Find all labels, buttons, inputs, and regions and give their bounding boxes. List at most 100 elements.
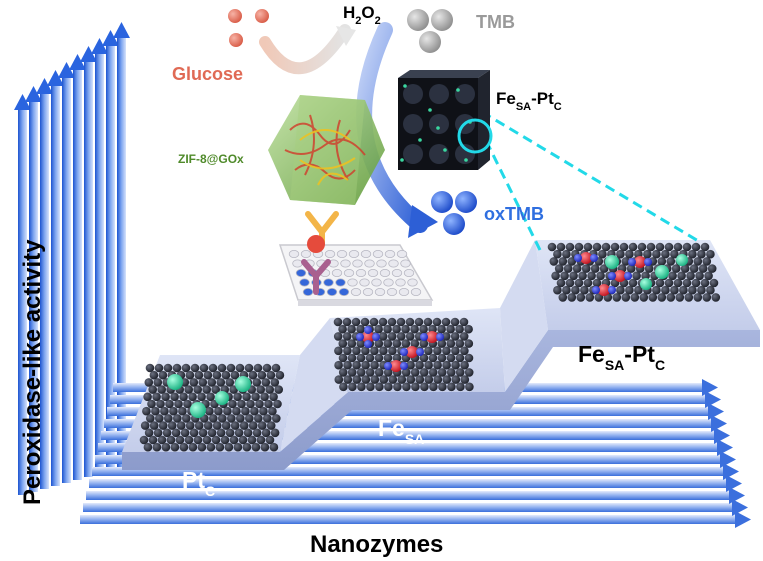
well xyxy=(324,249,336,258)
carbon-atom xyxy=(567,293,577,302)
well xyxy=(376,259,387,268)
carbon-atom xyxy=(264,399,273,409)
carbon-atom xyxy=(212,370,222,380)
carbon-atom xyxy=(266,421,276,430)
carbon-atom xyxy=(370,346,379,356)
carbon-atom xyxy=(275,370,285,380)
glucose-molecules-icon xyxy=(228,9,269,47)
carbon-atom xyxy=(184,385,193,394)
carbon-atom xyxy=(257,421,267,430)
carbon-atom xyxy=(158,370,168,380)
well xyxy=(400,259,411,268)
carbon-atom xyxy=(199,363,209,373)
carbon-atom xyxy=(447,382,456,392)
carbon-atom xyxy=(442,375,452,384)
carbon-atom xyxy=(619,242,629,252)
carbon-atom xyxy=(664,278,674,288)
carbon-atom xyxy=(356,324,365,334)
carbon-atom xyxy=(405,317,415,327)
carbon-atom xyxy=(632,271,641,281)
carbon-atom xyxy=(576,293,586,302)
carbon-atom xyxy=(262,363,272,373)
well xyxy=(335,278,346,287)
carbon-atom xyxy=(348,382,357,392)
catalyst-label: FeSA-PtC xyxy=(496,89,562,113)
carbon-atom xyxy=(383,339,393,348)
carbon-atom xyxy=(446,339,456,348)
carbon-atom xyxy=(202,385,211,394)
carbon-atom xyxy=(384,382,393,392)
carbon-atom xyxy=(437,339,447,348)
well xyxy=(388,259,399,268)
x-axis-bar xyxy=(86,491,729,500)
carbon-atom xyxy=(565,278,575,288)
y-axis-bar xyxy=(62,78,71,483)
carbon-atom xyxy=(162,428,172,438)
carbon-atom xyxy=(216,378,226,387)
well xyxy=(407,278,418,287)
carbon-atom xyxy=(396,317,406,327)
carbon-atom xyxy=(338,368,348,377)
tmb-molecules-icon xyxy=(407,9,453,53)
carbon-atom xyxy=(261,378,271,387)
carbon-atom xyxy=(351,317,361,327)
carbon-atom xyxy=(227,414,236,423)
well xyxy=(362,287,374,296)
carbon-atom xyxy=(637,242,647,252)
carbon-atom xyxy=(356,353,366,363)
carbon-atom xyxy=(648,293,658,302)
carbon-atom xyxy=(360,317,370,327)
well xyxy=(403,268,415,277)
carbon-atom xyxy=(397,375,407,384)
carbon-atom xyxy=(225,378,235,387)
carbon-atom xyxy=(572,264,582,273)
carbon-atom xyxy=(666,293,676,302)
carbon-atom xyxy=(402,382,411,392)
cube-atom-dot xyxy=(456,88,460,92)
carbon-atom xyxy=(170,442,180,452)
pt-cluster xyxy=(190,402,206,418)
carbon-atom xyxy=(547,242,557,252)
carbon-atom xyxy=(455,324,464,334)
carbon-atom xyxy=(456,382,465,392)
carbon-atom xyxy=(583,278,593,288)
carbon-atom xyxy=(574,278,584,288)
carbon-atom xyxy=(553,285,562,295)
carbon-atom xyxy=(365,353,375,363)
x-axis-arrowhead xyxy=(723,463,739,480)
carbon-atom xyxy=(639,293,649,302)
n-atom xyxy=(356,333,364,341)
carbon-atom xyxy=(247,435,257,445)
carbon-atom xyxy=(652,249,661,259)
fe-atom xyxy=(598,284,610,296)
carbon-atom xyxy=(208,363,218,373)
x-axis-arrowhead xyxy=(711,415,727,432)
zif-label: ZIF-8@GOx xyxy=(178,152,244,166)
carbon-atom xyxy=(143,442,153,452)
carbon-atom xyxy=(165,399,174,409)
carbon-atom xyxy=(574,242,584,252)
carbon-atom xyxy=(230,421,240,430)
n-atom xyxy=(400,362,408,370)
carbon-atom xyxy=(352,360,361,370)
carbon-atom xyxy=(433,375,443,384)
carbon-atom xyxy=(273,399,282,409)
y-axis-arrowhead xyxy=(69,54,86,70)
carbon-atom xyxy=(156,399,165,409)
x-axis-arrowhead xyxy=(720,451,736,468)
well xyxy=(391,268,403,277)
carbon-atom xyxy=(451,375,461,384)
cube-pore xyxy=(429,144,449,164)
carbon-atom xyxy=(455,353,465,363)
carbon-atom xyxy=(670,249,679,259)
carbon-atom xyxy=(625,285,634,295)
carbon-atom xyxy=(370,360,379,370)
carbon-atom xyxy=(661,249,670,259)
carbon-atom xyxy=(166,435,176,445)
fe-atom xyxy=(362,331,374,343)
carbon-atom xyxy=(700,278,710,288)
carbon-atom xyxy=(446,324,455,334)
carbon-atom xyxy=(343,360,352,370)
carbon-atom xyxy=(378,317,388,327)
well xyxy=(302,287,314,296)
